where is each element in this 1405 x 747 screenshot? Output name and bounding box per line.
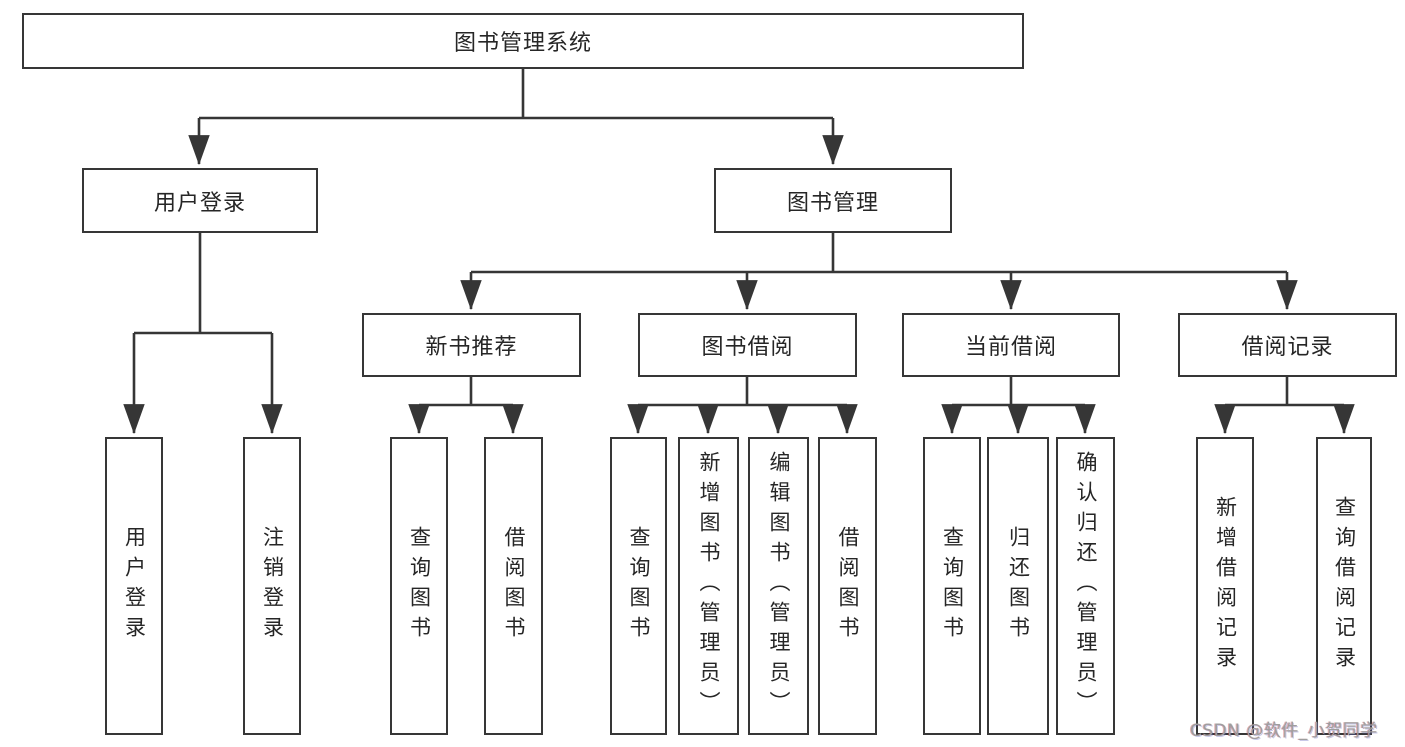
node-borrow-records: 借阅记录 — [1178, 313, 1397, 377]
node-borrow-records-label: 借阅记录 — [1241, 335, 1334, 360]
node-book-management-label: 图书管理 — [786, 190, 879, 216]
leaf-query-borrow-record: 查询借阅记录 — [1316, 437, 1372, 735]
node-book-borrow: 图书借阅 — [638, 313, 857, 377]
leaf-edit-book-admin: 编辑图书（管理员） — [748, 437, 809, 735]
leaf-confirm-return-admin-label: 确认归还（管理员） — [1074, 451, 1098, 721]
leaf-logout: 注销登录 — [243, 437, 301, 735]
leaf-query-book-current-label: 查询图书 — [940, 526, 965, 646]
leaf-query-borrow-record-label: 查询借阅记录 — [1332, 496, 1357, 676]
leaf-borrow-book-label: 借阅图书 — [836, 526, 860, 646]
node-book-borrow-label: 图书借阅 — [701, 335, 794, 360]
leaf-return-book: 归还图书 — [987, 437, 1049, 735]
leaf-borrow-book-recommend-label: 借阅图书 — [502, 526, 526, 646]
node-root: 图书管理系统 — [22, 13, 1024, 69]
leaf-query-book-recommend: 查询图书 — [390, 437, 448, 735]
leaf-return-book-label: 归还图书 — [1006, 526, 1031, 646]
leaf-user-login-label: 用户登录 — [122, 526, 147, 646]
node-current-borrow-label: 当前借阅 — [964, 335, 1057, 360]
node-book-management: 图书管理 — [714, 168, 952, 233]
csdn-watermark: CSDN @软件_小贺同学 — [1190, 721, 1378, 741]
leaf-add-borrow-record-label: 新增借阅记录 — [1213, 496, 1238, 676]
leaf-user-login: 用户登录 — [105, 437, 163, 735]
leaf-add-book-admin-label: 新增图书（管理员） — [697, 451, 721, 721]
leaf-borrow-book-recommend: 借阅图书 — [484, 437, 543, 735]
leaf-query-book-recommend-label: 查询图书 — [407, 526, 432, 646]
node-root-label: 图书管理系统 — [453, 31, 592, 56]
node-new-book-recommend-label: 新书推荐 — [425, 335, 518, 360]
node-new-book-recommend: 新书推荐 — [362, 313, 581, 377]
leaf-query-book-current: 查询图书 — [923, 437, 981, 735]
leaf-borrow-book: 借阅图书 — [818, 437, 877, 735]
leaf-add-borrow-record: 新增借阅记录 — [1196, 437, 1254, 735]
leaf-query-book-borrow: 查询图书 — [610, 437, 667, 735]
node-user-login: 用户登录 — [82, 168, 318, 233]
leaf-add-book-admin: 新增图书（管理员） — [678, 437, 739, 735]
node-user-login-label: 用户登录 — [153, 190, 246, 216]
node-current-borrow: 当前借阅 — [902, 313, 1120, 377]
leaf-query-book-borrow-label: 查询图书 — [627, 526, 651, 646]
leaf-edit-book-admin-label: 编辑图书（管理员） — [767, 451, 791, 721]
leaf-logout-label: 注销登录 — [260, 526, 285, 646]
leaf-confirm-return-admin: 确认归还（管理员） — [1056, 437, 1115, 735]
